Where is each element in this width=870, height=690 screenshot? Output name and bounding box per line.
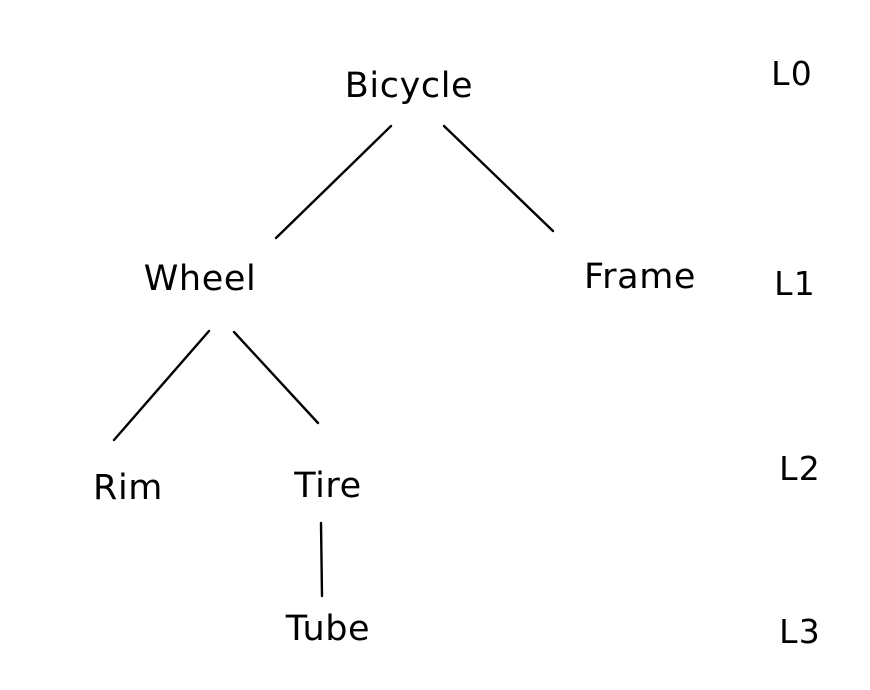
node-group: Bicycle Wheel Frame Rim Tire Tube: [93, 66, 696, 649]
node-tube[interactable]: Tube: [285, 609, 370, 649]
node-bicycle[interactable]: Bicycle: [345, 66, 473, 106]
node-frame[interactable]: Frame: [584, 257, 696, 297]
level-label-l1: L1: [774, 264, 816, 303]
edge-wheel-tire: [232, 330, 320, 425]
edge-tire-tube: [319, 521, 324, 598]
level-label-l3: L3: [779, 612, 821, 651]
level-label-l0: L0: [771, 54, 813, 93]
edge-bicycle-wheel: [274, 124, 393, 240]
edge-group: [112, 124, 555, 598]
level-label-group: L0 L1 L2 L3: [771, 54, 821, 651]
node-tire[interactable]: Tire: [293, 466, 362, 506]
edge-wheel-rim: [112, 329, 211, 442]
node-rim[interactable]: Rim: [93, 468, 163, 508]
edge-bicycle-frame: [442, 124, 555, 233]
node-wheel[interactable]: Wheel: [144, 259, 257, 299]
level-label-l2: L2: [779, 449, 821, 488]
